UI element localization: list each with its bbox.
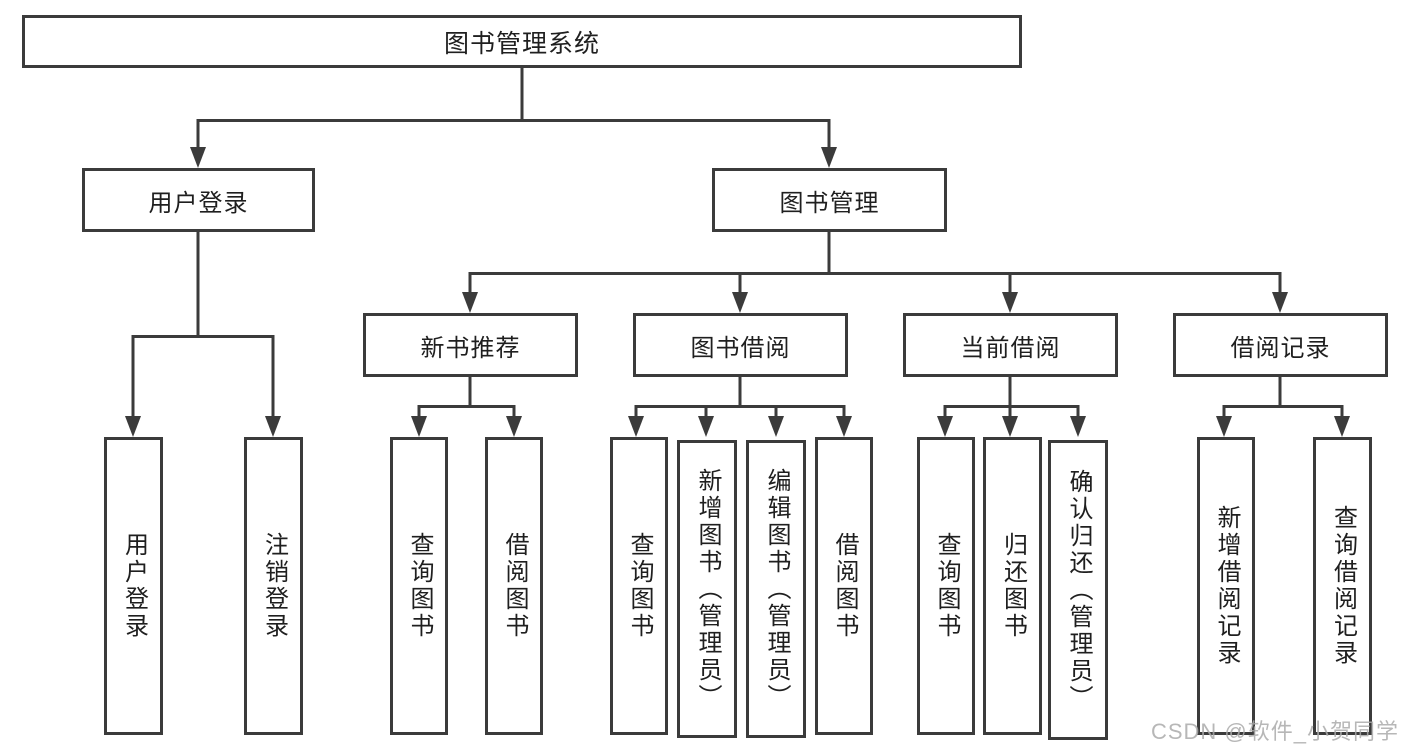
arrowhead-icon — [1070, 416, 1086, 437]
connector-bookmgmt-to-level3 — [468, 232, 1282, 297]
node-leaf-query-books-2: 查询图书 — [610, 437, 668, 735]
connector-current-to-leaves — [943, 377, 1080, 421]
node-leaf-confirm-return-admin: 确认归还（管理员） — [1048, 440, 1108, 740]
node-borrowing-records: 借阅记录 — [1173, 313, 1388, 377]
node-leaf-add-books-admin: 新增图书（管理员） — [677, 440, 737, 738]
arrowhead-icon — [1334, 416, 1350, 437]
arrowhead-icon — [628, 416, 644, 437]
arrowhead-icon — [1216, 416, 1232, 437]
node-leaf-add-borrow-record: 新增借阅记录 — [1197, 437, 1255, 735]
arrowhead-icon — [411, 416, 427, 437]
arrowhead-icon — [506, 416, 522, 437]
node-leaf-return-books: 归还图书 — [983, 437, 1042, 735]
node-leaf-query-books-1: 查询图书 — [390, 437, 448, 735]
arrowhead-icon — [462, 292, 478, 313]
node-leaf-borrow-books-2: 借阅图书 — [815, 437, 873, 735]
node-book-management: 图书管理 — [712, 168, 947, 232]
node-leaf-query-books-3: 查询图书 — [917, 437, 975, 735]
arrowhead-icon — [265, 416, 281, 437]
node-new-book-recommend: 新书推荐 — [363, 313, 578, 377]
node-book-borrowing: 图书借阅 — [633, 313, 848, 377]
arrowhead-icon — [821, 147, 837, 168]
arrowhead-icon — [125, 416, 141, 437]
connector-userlogin-to-leaves — [131, 232, 275, 421]
node-leaf-query-borrow-record: 查询借阅记录 — [1313, 437, 1372, 735]
arrowhead-icon — [937, 416, 953, 437]
node-leaf-borrow-books-1: 借阅图书 — [485, 437, 543, 735]
node-current-borrowing: 当前借阅 — [903, 313, 1118, 377]
node-library-system: 图书管理系统 — [22, 15, 1022, 68]
arrowhead-icon — [190, 147, 206, 168]
arrowhead-icon — [1272, 292, 1288, 313]
arrowhead-icon — [732, 292, 748, 313]
connector-borrowing-to-leaves — [634, 377, 846, 421]
arrowhead-icon — [1002, 416, 1018, 437]
node-leaf-logout: 注销登录 — [244, 437, 303, 735]
node-leaf-edit-books-admin: 编辑图书（管理员） — [746, 440, 806, 738]
connector-records-to-leaves — [1222, 377, 1344, 421]
arrowhead-icon — [836, 416, 852, 437]
node-user-login: 用户登录 — [82, 168, 315, 232]
node-leaf-user-login: 用户登录 — [104, 437, 163, 735]
connector-root-to-level2 — [196, 68, 831, 152]
csdn-watermark: CSDN @软件_小贺同学 — [1150, 719, 1399, 744]
arrowhead-icon — [698, 416, 714, 437]
connector-newbook-to-leaves — [417, 377, 516, 421]
arrowhead-icon — [1002, 292, 1018, 313]
arrowhead-icon — [768, 416, 784, 437]
